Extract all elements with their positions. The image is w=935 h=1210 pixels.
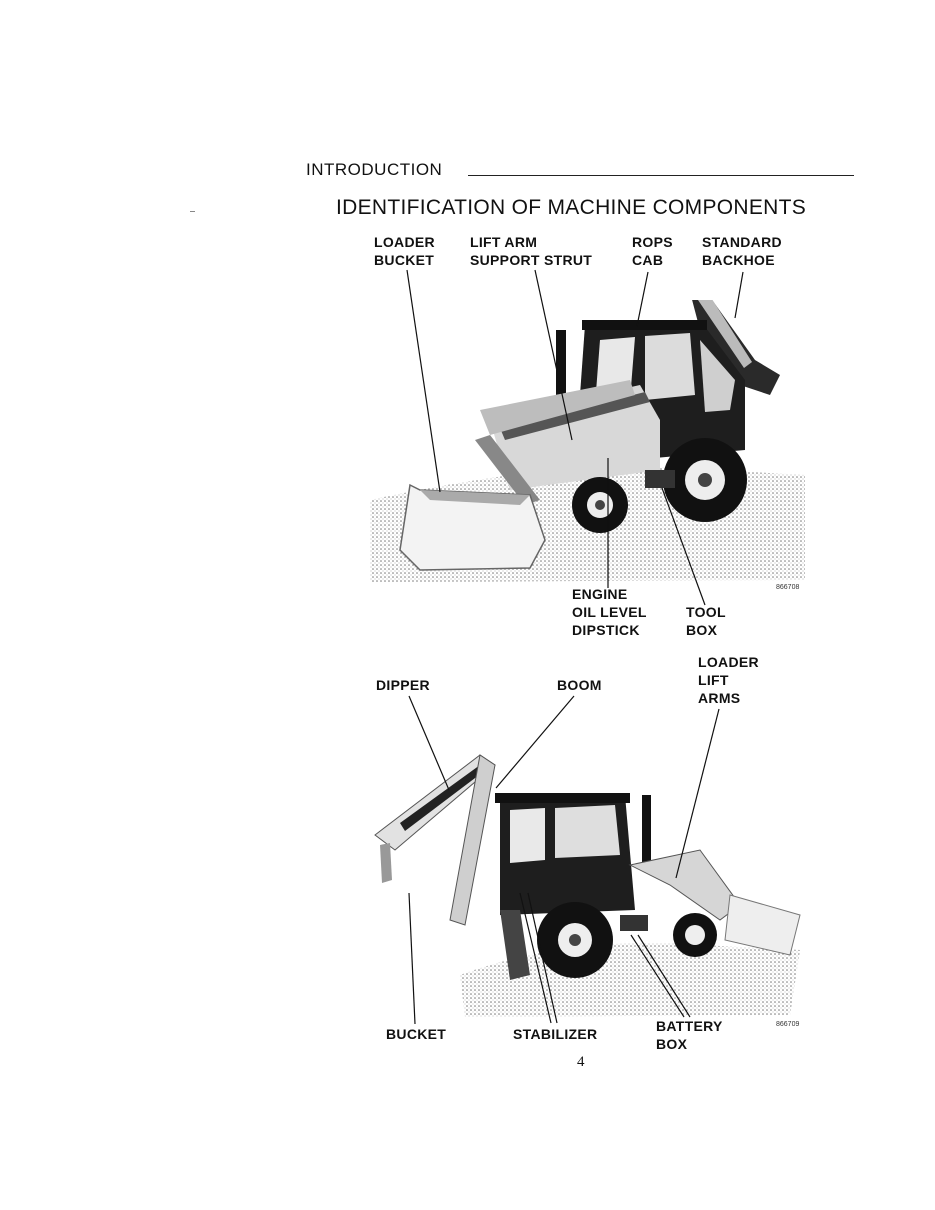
leader-bucket — [408, 892, 416, 1025]
leader-dipper — [408, 695, 450, 791]
label-battery-box: BATTERY BOX — [656, 1018, 723, 1052]
leader-boom — [495, 695, 575, 789]
page-number: 4 — [577, 1054, 585, 1070]
leader-stabilizer-1 — [519, 892, 552, 1024]
leader-stabilizer-2 — [527, 892, 558, 1024]
leader-rops-cab — [636, 271, 649, 327]
section-header: INTRODUCTION — [306, 160, 443, 179]
label-lift-arm-support-strut: LIFT ARM SUPPORT STRUT — [470, 234, 593, 268]
header-rule — [468, 175, 854, 176]
label-loader-lift-arms: LOADER LIFT ARMS — [698, 654, 759, 706]
scan-mark — [190, 211, 195, 212]
label-dipper: DIPPER — [376, 677, 430, 693]
leader-loader-bucket — [406, 269, 441, 493]
label-bucket: BUCKET — [386, 1026, 447, 1042]
label-stabilizer: STABILIZER — [513, 1026, 598, 1042]
label-standard-backhoe: STANDARD BACKHOE — [702, 234, 782, 268]
label-engine-oil-dipstick: ENGINE OIL LEVEL DIPSTICK — [572, 586, 647, 638]
label-boom: BOOM — [557, 677, 602, 693]
label-loader-bucket: LOADER BUCKET — [374, 234, 435, 268]
leader-battery-box-1 — [630, 934, 685, 1018]
figure-rear-code: 866709 — [776, 1021, 800, 1028]
label-rops-cab: ROPS CAB — [632, 234, 673, 268]
figure-front-code: 866708 — [776, 584, 800, 591]
leader-battery-box-2 — [637, 934, 691, 1018]
page-title: IDENTIFICATION OF MACHINE COMPONENTS — [336, 196, 807, 219]
leader-loader-lift-arms — [675, 708, 720, 879]
leader-tool-box — [661, 487, 706, 606]
leader-standard-backhoe — [734, 271, 744, 319]
leader-lift-arm-strut — [534, 269, 573, 441]
label-tool-box: TOOL BOX — [686, 604, 726, 638]
figure-front-view-photo — [370, 300, 805, 582]
